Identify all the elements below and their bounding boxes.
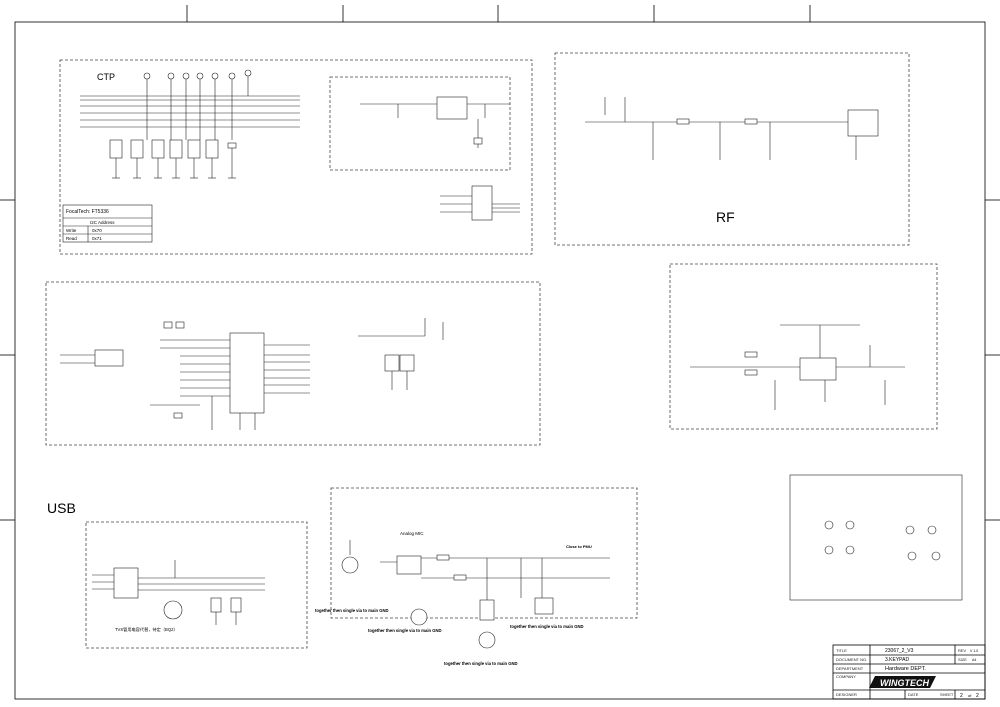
sheet-of-label: of (968, 693, 972, 698)
title-block: TITLE 23067_2_V3 REV V 1.0 DOCUMENT NO. … (832, 644, 986, 700)
usb-section-title: USB (47, 500, 76, 516)
drawing-frame (0, 5, 1000, 700)
ctp-section-title: CTP (97, 72, 115, 82)
rf-section-title: RF (716, 209, 735, 225)
ctp-table-mode: Read (66, 236, 77, 241)
dept-label: DEPARTMENT (836, 666, 864, 671)
dept-value: Hardware DEPT. (885, 666, 926, 672)
keypad-ic (160, 321, 310, 430)
company-logo: WINGTECH (869, 676, 936, 688)
title-value: 23067_2_V3 (885, 648, 914, 654)
ctp-signal-bus (80, 76, 300, 140)
doc-label: DOCUMENT NO. (836, 657, 867, 662)
ctp-block: CTP (59, 59, 533, 255)
mic-title: Analog MIC (400, 531, 424, 536)
keypad-block (45, 281, 541, 446)
sheet-label: SHEET (940, 692, 954, 697)
ctp-table-addr: 0x71 (92, 236, 102, 241)
doc-value: 3.KEYPAD (885, 657, 909, 663)
usb-note: TVS管用电容代替，待定（BQ2） (115, 626, 178, 633)
ctp-chip-name: FocalTech: FT5336 (66, 209, 109, 215)
ctp-ldo-subblock (329, 76, 511, 171)
usb-block: USB TVS管用电容代替，待定（BQ2） (47, 500, 308, 649)
rev-value: V 1.0 (970, 649, 978, 653)
keypad-antenna-diodes (358, 318, 444, 390)
title-label: TITLE (836, 648, 847, 653)
keypad-crystal (60, 349, 124, 367)
size-label: SIZE (958, 657, 967, 662)
sheet-value: 2 (960, 693, 963, 699)
ctp-table-mode: Write (66, 228, 77, 233)
ctp-table-header: I2C Address (90, 220, 115, 225)
rev-label: REV (958, 648, 967, 653)
ctp-esd-diodes (109, 139, 237, 179)
rf-block: RF (554, 52, 910, 246)
company-label: COMPANY (836, 674, 856, 679)
mic-gnd-note: together then single via to main GND (444, 661, 518, 666)
mic-block: Analog MIC Close to PMU together then si… (315, 487, 638, 666)
ctp-table-addr: 0x70 (92, 228, 102, 233)
ctp-i2c-table: FocalTech: FT5336 I2C Address Write 0x70… (62, 204, 153, 243)
mounting-holes-block (789, 474, 963, 601)
mic-gnd-note: together then single via to main GND (315, 608, 389, 613)
audio-pa-block (669, 263, 938, 430)
date-label: DATE (908, 692, 919, 697)
mic-close-to-pmu: Close to PMU (566, 544, 592, 549)
mic-gnd-note: together then single via to main GND (368, 628, 442, 633)
ctp-level-shifter (440, 185, 520, 221)
sheet-total: 2 (976, 693, 979, 699)
size-value: A4 (972, 658, 976, 662)
mic-gnd-note: together then single via to main GND (510, 624, 584, 629)
rf-matching-network (585, 97, 879, 160)
designer-label: DESIGNER (836, 692, 857, 697)
company-logo-text: WINGTECH (880, 678, 929, 688)
ctp-test-points (143, 69, 252, 80)
